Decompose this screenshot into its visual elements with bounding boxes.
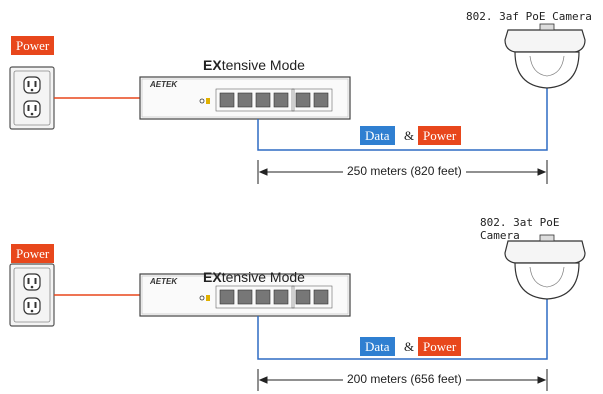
panel-extensive-200m: Power EXtensive Mode 802. 3at PoE Camera… [0,197,603,394]
data-tag: Data [360,337,395,356]
dome-camera-icon [504,23,586,89]
power-tag-secondary: Power [418,126,462,145]
ampersand: & [404,128,415,143]
switch-brand: AETEK [150,277,178,286]
camera-label: 802. 3af PoE Camera [466,10,592,23]
data-cable [257,292,548,360]
mode-title: EXtensive Mode [203,269,305,285]
data-cable [257,88,548,151]
panel-extensive-250m: Power EXtensive Mode 802. 3af PoE Camera… [9,10,592,184]
poe-switch [139,76,351,120]
data-tag: Data [360,126,395,145]
mode-title: EXtensive Mode [203,57,305,73]
ampersand: & [404,339,415,354]
power-tag-secondary: Power [418,337,462,356]
camera-label: 802. 3at PoE Camera [480,216,560,242]
distance-label: 200 meters (656 feet) [343,372,466,386]
distance-label: 250 meters (820 feet) [343,164,466,178]
wall-outlet-icon [9,66,55,130]
switch-brand: AETEK [150,80,178,89]
wall-outlet-icon [9,263,55,327]
power-tag: Power [11,244,55,263]
dome-camera-icon [504,234,586,300]
poe-switch [139,273,351,317]
panel-graphics [9,23,586,184]
panel-graphics [9,234,586,391]
power-tag: Power [11,36,55,55]
